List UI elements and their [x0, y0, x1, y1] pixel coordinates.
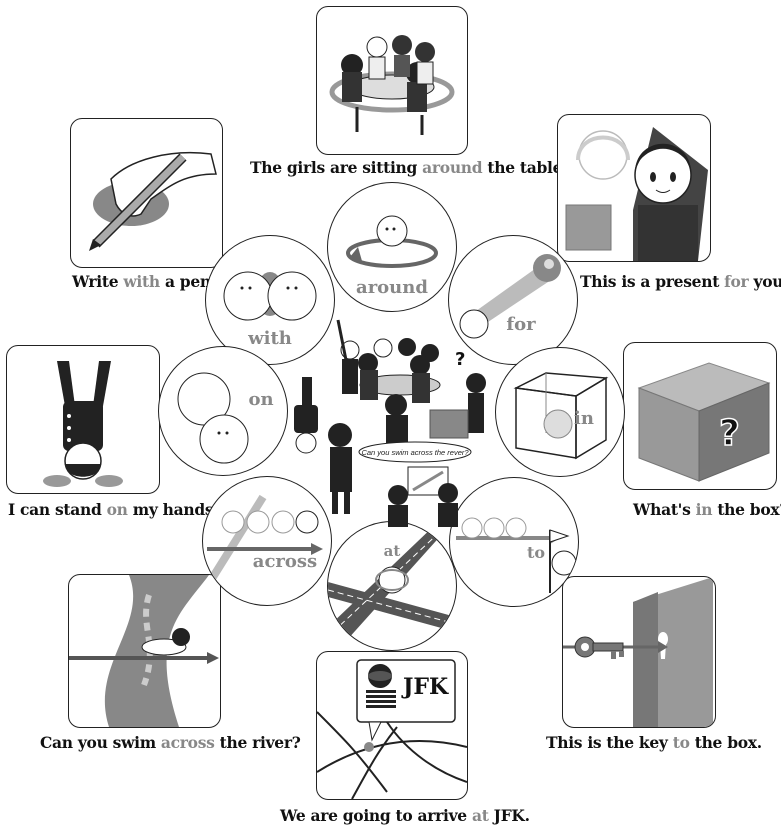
- panel-around: [316, 6, 468, 155]
- preposition-in: in: [574, 408, 594, 429]
- caption-to: This is the key to the box.: [546, 733, 762, 752]
- preposition-to: to: [527, 543, 545, 562]
- caption-text: my hands.: [127, 500, 219, 519]
- circle-at: at: [327, 521, 457, 651]
- caption-with: Write with a pen.: [72, 272, 216, 291]
- caption-text: We are going to arrive: [280, 806, 472, 825]
- circle-for: for: [448, 235, 578, 365]
- circle-to: to: [449, 477, 579, 607]
- circle-with: with: [205, 235, 335, 365]
- panel-to: [562, 576, 716, 728]
- speech-bubble-text: Can you swim across the rever?: [361, 448, 469, 457]
- caption-text: Can you swim: [40, 733, 161, 752]
- caption-preposition: with: [123, 272, 160, 291]
- caption-text: the box.: [689, 733, 762, 752]
- caption-text: the table.: [482, 158, 568, 177]
- panel-across: [68, 574, 221, 728]
- caption-text: the river?: [214, 733, 301, 752]
- preposition-around: around: [356, 277, 428, 298]
- circle-across: across: [202, 476, 332, 606]
- caption-preposition: around: [422, 158, 483, 177]
- caption-across: Can you swim across the river?: [40, 733, 301, 752]
- caption-text: I can stand: [8, 500, 107, 519]
- caption-text: JFK.: [488, 806, 530, 825]
- circle-around: around: [327, 182, 457, 312]
- question-mark-icon: ?: [719, 413, 740, 454]
- center-scene: ? Can you swim across the rever?: [280, 305, 510, 545]
- panel-at: JFK: [316, 651, 468, 800]
- panel-in: ?: [623, 342, 777, 490]
- caption-text: Write: [72, 272, 124, 291]
- preposition-at: at: [384, 542, 401, 560]
- preposition-on: on: [248, 389, 273, 410]
- caption-text: you.: [753, 272, 781, 291]
- caption-preposition: on: [106, 500, 128, 519]
- caption-at: We are going to arrive at JFK.: [280, 806, 530, 825]
- caption-text: This is the key: [546, 733, 673, 752]
- panel-for: [557, 114, 711, 262]
- caption-text: the box?: [712, 500, 781, 519]
- caption-around: The girls are sitting around the table.: [250, 158, 568, 177]
- caption-in: What's in the box?: [633, 500, 781, 519]
- caption-text: The girls are sitting: [250, 158, 423, 177]
- caption-preposition: at: [471, 806, 489, 825]
- caption-preposition: in: [695, 500, 713, 519]
- circle-on: on: [158, 346, 288, 476]
- preposition-with: with: [247, 328, 292, 349]
- panel-on: [6, 345, 160, 494]
- caption-on: I can stand on my hands.: [8, 500, 219, 519]
- caption-text: What's: [633, 500, 696, 519]
- caption-preposition: across: [160, 733, 215, 752]
- caption-preposition: for: [724, 272, 749, 291]
- caption-preposition: to: [672, 733, 690, 752]
- preposition-for: for: [506, 314, 536, 335]
- question-mark: ?: [455, 349, 465, 370]
- panel-with: [70, 118, 223, 268]
- caption-text: a pen.: [159, 272, 216, 291]
- preposition-across: across: [253, 551, 317, 572]
- caption-text: This is a present: [580, 272, 725, 291]
- circle-in: in: [495, 347, 625, 477]
- caption-for: This is a present for you.: [580, 272, 781, 291]
- jfk-sign: JFK: [401, 674, 449, 700]
